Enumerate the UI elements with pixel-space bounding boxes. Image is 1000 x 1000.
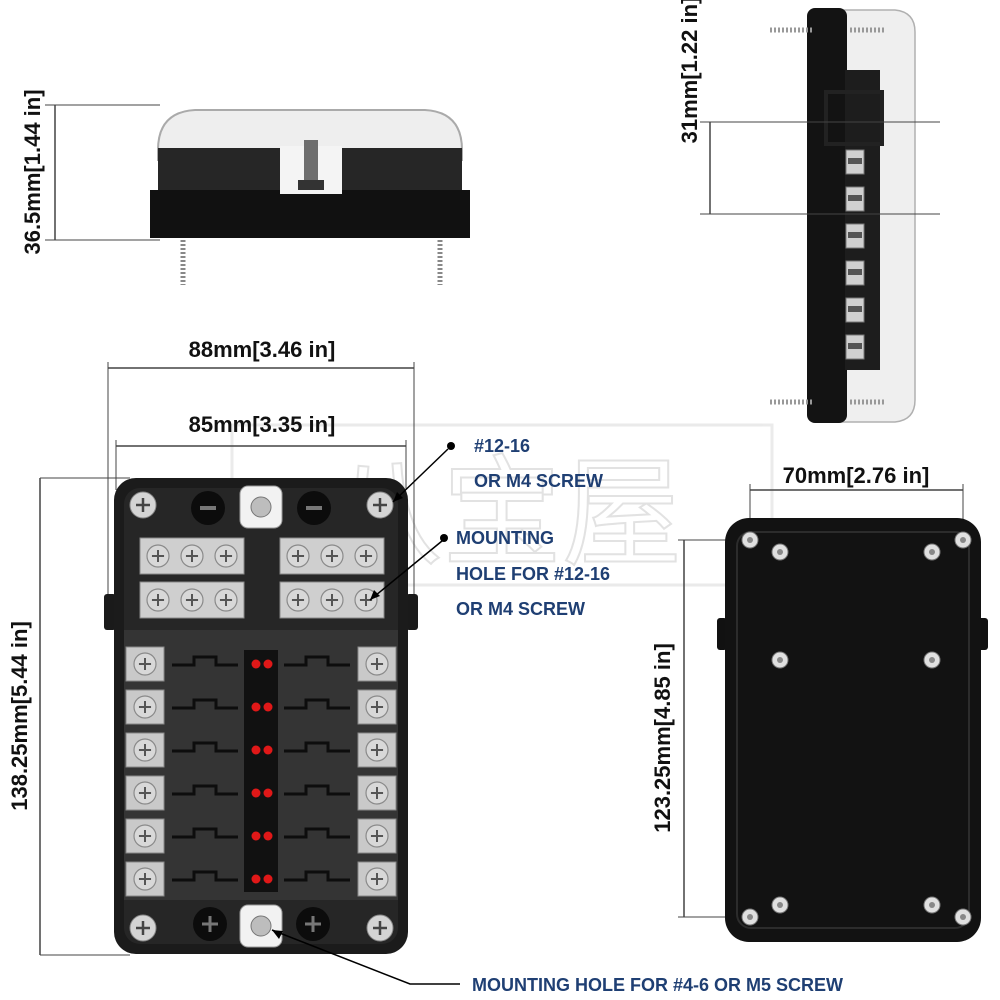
led-indicator (251, 874, 261, 884)
bus-screw-slot (325, 549, 339, 563)
back-screw-center (960, 537, 966, 543)
fuse-slot-right (284, 698, 350, 710)
callout-mount-line2: HOLE FOR #12-16 (456, 564, 610, 584)
fuse-terminal-screw-slot (370, 786, 384, 800)
back-screws (741, 531, 972, 926)
dim-fuse-pitch: 31mm[1.22 in] (677, 0, 702, 143)
side-terminal-slot (848, 195, 862, 201)
led-indicator (263, 788, 273, 798)
dim-overall-height: 138.25mm[5.44 in] (7, 621, 32, 811)
fuse-terminal-screw-slot (370, 829, 384, 843)
side-view-top: 36.5mm[1.44 in] (20, 89, 470, 285)
callout-mount-line1: MOUNTING (456, 528, 554, 548)
led-indicator (263, 745, 273, 755)
side-terminal-slot (848, 306, 862, 312)
led-indicator (251, 702, 261, 712)
dim-back-height: 123.25mm[4.85 in] (650, 643, 675, 833)
bus-screw-slot (219, 549, 233, 563)
side-terminal-slot (848, 269, 862, 275)
callout-screw: #12-16 OR M4 SCREW (392, 436, 603, 503)
fuse-slot-left (172, 784, 238, 796)
fuse-slot-left (172, 655, 238, 667)
callout-bottom-text: MOUNTING HOLE FOR #4-6 OR M5 SCREW (472, 975, 843, 995)
dim-height-side: 36.5mm[1.44 in] (20, 89, 45, 254)
bus-screw-slot (151, 593, 165, 607)
callout-mount-line3: OR M4 SCREW (456, 599, 585, 619)
side-view-right: 31mm[1.22 in] 31mm[1.22 in] (677, 0, 940, 423)
fuse-slot-left (172, 870, 238, 882)
fuse-slot-right (284, 655, 350, 667)
bus-screw-slot (219, 593, 233, 607)
led-strip (244, 650, 278, 892)
fuse-terminal-screw-slot (370, 657, 384, 671)
led-indicator (251, 745, 261, 755)
fuse-slot-left (172, 741, 238, 753)
bus-screw-slot (185, 593, 199, 607)
dim-outer-width: 88mm[3.46 in] (189, 337, 336, 362)
fuse-slot-right (284, 784, 350, 796)
led-indicator (263, 659, 273, 669)
side-terminals (845, 149, 865, 360)
side-terminal-slot (848, 158, 862, 164)
fuse-slot-left (172, 698, 238, 710)
led-indicator (263, 702, 273, 712)
side-terminal-slot (848, 232, 862, 238)
back-screw-center (777, 657, 783, 663)
bus-screw-slot (185, 549, 199, 563)
callout-bottom: MOUNTING HOLE FOR #4-6 OR M5 SCREW (271, 929, 843, 995)
fuse-terminal-screw-slot (138, 700, 152, 714)
fuse-terminal-screw-slot (138, 743, 152, 757)
fuse-terminal-screw-slot (138, 829, 152, 843)
fuse-slot-right (284, 741, 350, 753)
back-screw-center (929, 902, 935, 908)
dim-inner-width: 85mm[3.35 in] (189, 412, 336, 437)
bus-screw-slot (325, 593, 339, 607)
callout-mounting-hole: MOUNTING HOLE FOR #12-16 OR M4 SCREW (369, 528, 610, 619)
bus-screw-slot (291, 593, 305, 607)
side-terminal-slot (848, 343, 862, 349)
back-screw-center (747, 537, 753, 543)
fuse-terminal-screw-slot (370, 743, 384, 757)
led-indicator (263, 874, 273, 884)
back-screw-center (777, 902, 783, 908)
bus-screw-slot (151, 549, 165, 563)
back-screw-center (960, 914, 966, 920)
fuse-slot-left (172, 827, 238, 839)
led-indicator (263, 831, 273, 841)
fuse-terminal-screw-slot (370, 700, 384, 714)
back-screw-center (929, 549, 935, 555)
back-screw-center (747, 914, 753, 920)
callout-screw-line2: OR M4 SCREW (474, 471, 603, 491)
fuse-rows (125, 646, 397, 897)
fuse-slot-right (284, 870, 350, 882)
fuse-slot-right (284, 827, 350, 839)
bus-screw-slot (291, 549, 305, 563)
bus-screw-slot (359, 549, 373, 563)
fuse-terminal-screw-slot (138, 657, 152, 671)
back-view: 70mm[2.76 in] 123.25mm[4.85 in] (650, 463, 988, 942)
front-view: 88mm[3.46 in] 85mm[3.35 in] 138.25mm[5.4… (7, 337, 418, 956)
led-indicator (251, 831, 261, 841)
led-indicator (251, 659, 261, 669)
fuse-terminal-screw-slot (370, 872, 384, 886)
back-screw-center (929, 657, 935, 663)
callout-screw-line1: #12-16 (474, 436, 530, 456)
dim-back-width: 70mm[2.76 in] (783, 463, 930, 488)
back-screw-center (777, 549, 783, 555)
fuse-terminal-screw-slot (138, 786, 152, 800)
negative-bus-terminals (139, 537, 385, 619)
led-indicator (251, 788, 261, 798)
fuse-terminal-screw-slot (138, 872, 152, 886)
